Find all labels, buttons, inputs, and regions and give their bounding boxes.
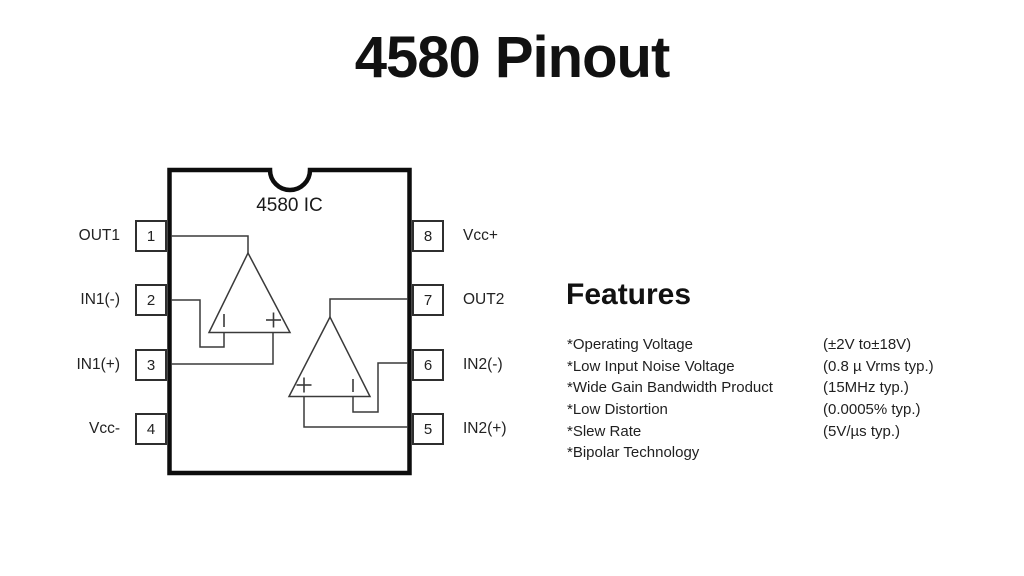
- feature-name: *Low Input Noise Voltage: [567, 357, 735, 375]
- ic-body-outline: [167, 167, 412, 476]
- opamp2-triangle: [287, 315, 372, 398]
- pin-label-out2: OUT2: [463, 291, 505, 308]
- page-title: 4580 Pinout: [354, 25, 671, 90]
- pin-box-3: 3: [135, 349, 167, 381]
- feature-name: *Wide Gain Bandwidth Product: [567, 379, 773, 397]
- feature-row: *Slew Rate (5V/µs typ.): [567, 421, 967, 443]
- feature-name: *Operating Voltage: [567, 336, 693, 353]
- feature-name: *Low Distortion: [567, 401, 668, 419]
- pin-box-7: 7: [412, 284, 444, 316]
- pin-label-in1-plus: IN1(+): [76, 356, 121, 373]
- feature-value: (±2V to±18V): [823, 336, 912, 353]
- feature-name: *Slew Rate: [567, 422, 642, 440]
- pin-box-6: 6: [412, 349, 444, 381]
- feature-name: *Bipolar Technology: [567, 444, 700, 462]
- feature-value: (0.8 µ Vrms typ.): [823, 357, 934, 375]
- wire-opamp2-noninverting-to-pin5: [303, 397, 408, 428]
- feature-row: *Wide Gain Bandwidth Product (15MHz typ.…: [567, 377, 967, 399]
- opamp1-triangle: [207, 251, 292, 334]
- feature-value: [823, 442, 967, 464]
- features-list: *Operating Voltage (±2V to±18V) *Low Inp…: [567, 334, 967, 464]
- pin-box-1: 1: [135, 220, 167, 252]
- wire-pin6-to-opamp2-inverting: [352, 362, 408, 413]
- feature-value: (15MHz typ.): [823, 379, 909, 397]
- pin-label-vcc-minus: Vcc-: [89, 420, 120, 437]
- pin-box-8: 8: [412, 220, 444, 252]
- pin-label-in2-plus: IN2(+): [463, 420, 507, 437]
- pin-box-2: 2: [135, 284, 167, 316]
- wire-pin3-to-opamp1-noninverting: [171, 333, 274, 365]
- pin-label-vcc-plus: Vcc+: [463, 227, 498, 244]
- feature-row: *Operating Voltage (±2V to±18V): [567, 334, 967, 356]
- features-heading: Features: [566, 278, 692, 311]
- feature-row: *Low Distortion (0.0005% typ.): [567, 399, 967, 421]
- wire-opamp2-output-to-pin7: [329, 298, 408, 317]
- feature-row: *Low Input Noise Voltage (0.8 µ Vrms typ…: [567, 356, 967, 378]
- feature-row: *Bipolar Technology: [567, 442, 967, 464]
- wire-pin2-to-opamp1-inverting: [171, 299, 225, 348]
- wire-pin1-to-opamp1-output: [171, 235, 249, 253]
- pin-box-5: 5: [412, 413, 444, 445]
- pin-box-4: 4: [135, 413, 167, 445]
- pin-label-in1-minus: IN1(-): [80, 291, 120, 308]
- pin-label-in2-minus: IN2(-): [463, 356, 503, 373]
- pin-label-out1: OUT1: [78, 227, 120, 244]
- chip-label: 4580 IC: [256, 195, 323, 216]
- feature-value: (0.0005% typ.): [823, 401, 921, 419]
- feature-value: (5V/µs typ.): [823, 422, 900, 440]
